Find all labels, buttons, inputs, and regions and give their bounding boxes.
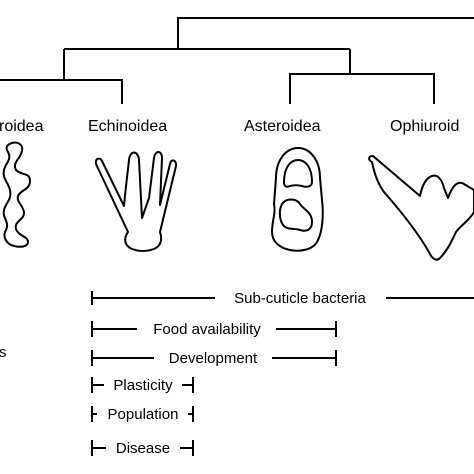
- larva-outline-holothuroidea: [2, 141, 31, 248]
- phylogenetic-tree: [0, 17, 474, 104]
- factor-bar-plasticity: Plasticity: [91, 377, 194, 394]
- larva-outline-asteroidea: [271, 147, 324, 252]
- tree-branch-echinoidea: [64, 79, 123, 104]
- factor-label: Sub-cuticle bacteria: [234, 290, 366, 307]
- taxon-label-echinoidea: Echinoidea: [88, 118, 167, 135]
- taxon-label-asteroidea: Asteroidea: [244, 118, 321, 135]
- taxon-label-ophiuroidea: Ophiuroid: [390, 118, 459, 135]
- factor-label: Food availability: [153, 321, 261, 338]
- larva-outline-echinoidea: [94, 151, 178, 252]
- factor-bar-sub-cuticle-bacteria: Sub-cuticle bacteria: [91, 290, 474, 307]
- tree-branch-asteroidea-ophiuroidea: [289, 73, 435, 104]
- factor-label: Population: [108, 406, 179, 423]
- tree-root-branch: [177, 17, 474, 49]
- factor-bar-development: Development: [91, 350, 337, 367]
- tree-branch-holothuroidea: [0, 49, 65, 81]
- factor-label: Development: [169, 350, 258, 367]
- larva-outline-ophiuroidea: [368, 155, 474, 261]
- factor-label: Plasticity: [113, 377, 173, 394]
- left-edge-text-fragment: s: [0, 344, 7, 361]
- factor-bar-disease: Disease: [91, 440, 194, 457]
- factor-label: Disease: [116, 440, 170, 457]
- taxon-label-holothuroidea: roidea: [0, 118, 44, 135]
- factor-bar-food-availability: Food availability: [91, 321, 337, 338]
- factor-bar-population: Population: [91, 406, 194, 423]
